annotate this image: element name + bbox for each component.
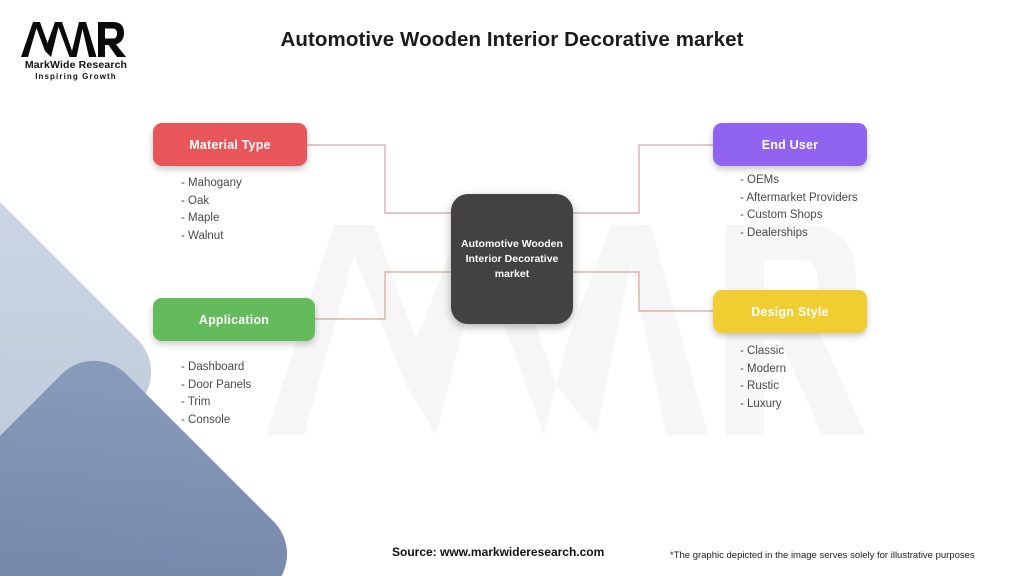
decorative-shape-dark (0, 341, 307, 576)
footer-source: Source: www.markwideresearch.com (392, 545, 605, 559)
node-end-user-label: End User (761, 137, 819, 152)
list-item: - Mahogany (181, 177, 242, 189)
list-item: - Oak (181, 194, 210, 207)
node-design-style[interactable]: Design Style (713, 290, 867, 333)
list-item: - Dealerships (740, 226, 808, 239)
decorative-shape-light (0, 159, 171, 576)
list-application: - Dashboard - Door Panels - Trim - Conso… (181, 359, 251, 429)
list-item: - Rustic (740, 380, 779, 393)
list-item: - Console (181, 413, 231, 426)
list-item: - Trim (181, 396, 211, 409)
list-item: - Luxury (740, 397, 782, 410)
node-material-type-label: Material Type (189, 137, 271, 152)
footer-disclaimer: *The graphic depicted in the image serve… (670, 550, 975, 561)
node-application[interactable]: Application (153, 298, 315, 341)
list-item: - Maple (181, 212, 220, 225)
list-end-user: - OEMs - Aftermarket Providers - Custom … (740, 172, 858, 242)
node-application-label: Application (198, 312, 270, 327)
node-end-user[interactable]: End User (713, 123, 867, 166)
brand-logo: MarkWide Research Inspiring Growth (20, 20, 132, 86)
list-item: - Walnut (181, 229, 224, 242)
brand-tagline: Inspiring Growth (35, 72, 117, 81)
list-item: - Custom Shops (740, 209, 823, 222)
list-item: - Modern (740, 362, 787, 375)
list-material-type: - Mahogany - Oak - Maple - Walnut (181, 175, 242, 245)
list-item: - Dashboard (181, 361, 245, 373)
list-item: - Door Panels (181, 378, 252, 391)
list-item: - OEMs (740, 174, 779, 186)
node-material-type[interactable]: Material Type (153, 123, 307, 166)
list-item: - Aftermarket Providers (740, 191, 858, 204)
list-design-style: - Classic - Modern - Rustic - Luxury (740, 343, 786, 413)
center-node-label: Automotive Wooden Interior Decorative ma… (461, 237, 563, 280)
mwr-monogram-icon (21, 22, 126, 57)
center-node[interactable]: Automotive Wooden Interior Decorative ma… (451, 194, 573, 324)
page-title: Automotive Wooden Interior Decorative ma… (280, 28, 744, 51)
brand-name: MarkWide Research (24, 59, 128, 71)
node-design-style-label: Design Style (751, 304, 829, 319)
list-item: - Classic (740, 345, 785, 357)
